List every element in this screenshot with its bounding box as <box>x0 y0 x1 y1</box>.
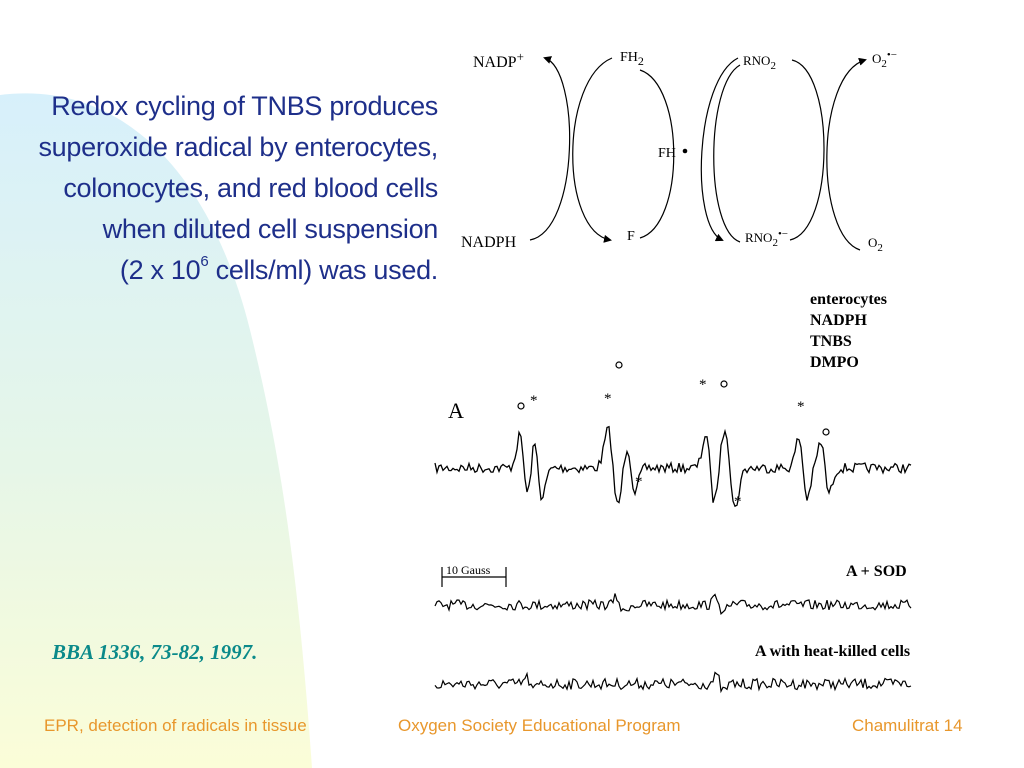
arc-fh2-to-fh <box>639 69 675 239</box>
sod-label: A + SOD <box>846 563 907 580</box>
condition-item: TNBS <box>810 333 852 350</box>
condition-item: NADPH <box>810 312 867 329</box>
fh2-label: FH2 <box>620 50 644 68</box>
spectrum-trace-a <box>434 425 912 508</box>
rno2-radical-label: RNO2•− <box>745 228 788 249</box>
redox-cycling-scheme: NADP+ NADPH FH2 FH F RNO2 RNO2•− O2•− O2 <box>461 49 897 254</box>
f-label: F <box>627 229 635 244</box>
arc-rno2-to-f <box>700 57 739 242</box>
title-line: when diluted cell suspension <box>102 214 439 244</box>
title-line-last: (2 x 106 cells/ml) was used. <box>8 250 438 291</box>
footer-right: Chamulitrat 14 <box>852 716 963 735</box>
title-suffix: cells/ml) was used. <box>208 255 439 285</box>
citation: BBA 1336, 73-82, 1997. <box>52 640 258 664</box>
heat-killed-label: A with heat-killed cells <box>755 643 910 660</box>
quartet-marker <box>720 380 728 388</box>
condition-item: enterocytes <box>810 291 887 308</box>
star-marker: * <box>797 399 805 415</box>
star-marker: * <box>530 393 538 409</box>
superoxide-label: O2•− <box>872 49 897 70</box>
nadph-label: NADPH <box>461 234 517 251</box>
nadp-label: NADP+ <box>473 49 524 71</box>
star-marker: * <box>699 377 707 393</box>
title-line: superoxide radical by enterocytes, <box>38 132 438 162</box>
quartet-marker <box>517 402 525 410</box>
star-marker: * <box>734 494 742 510</box>
star-marker: * <box>635 474 643 490</box>
arc-rno2-to-rno2-radical <box>713 64 741 243</box>
fh-radical-label: FH <box>658 146 676 161</box>
footer-left: EPR, detection of radicals in tissue <box>44 716 307 735</box>
rno2-label: RNO2 <box>743 53 776 72</box>
arc-rno2-radical-to-rno2 <box>789 59 825 241</box>
epr-spectra: A * * * * * * 10 Gauss A + SOD A with he… <box>434 361 912 694</box>
quartet-marker <box>615 361 623 369</box>
title-superscript: 6 <box>200 253 209 270</box>
conditions-list: enterocytes NADPH TNBS DMPO <box>810 289 887 373</box>
title-line: colonocytes, and red blood cells <box>63 173 438 203</box>
condition-item: DMPO <box>810 354 859 371</box>
spectrum-trace-sod <box>434 593 912 615</box>
star-marker: * <box>604 391 612 407</box>
footer-center: Oxygen Society Educational Program <box>398 716 681 735</box>
radical-dot <box>682 148 688 154</box>
title-line: Redox cycling of TNBS produces <box>51 91 438 121</box>
slide-title: Redox cycling of TNBS produces superoxid… <box>8 86 438 291</box>
panel-label-a: A <box>448 398 464 423</box>
arc-nadph-to-nadp <box>529 56 571 241</box>
title-prefix: (2 x 10 <box>119 255 201 285</box>
quartet-marker <box>822 428 830 436</box>
arc-o2-to-superoxide <box>826 57 867 251</box>
oxygen-label: O2 <box>868 235 883 254</box>
arc-fh2-to-f <box>572 57 613 243</box>
scale-bar-label: 10 Gauss <box>446 563 491 577</box>
spectrum-trace-heat-killed <box>434 671 912 694</box>
